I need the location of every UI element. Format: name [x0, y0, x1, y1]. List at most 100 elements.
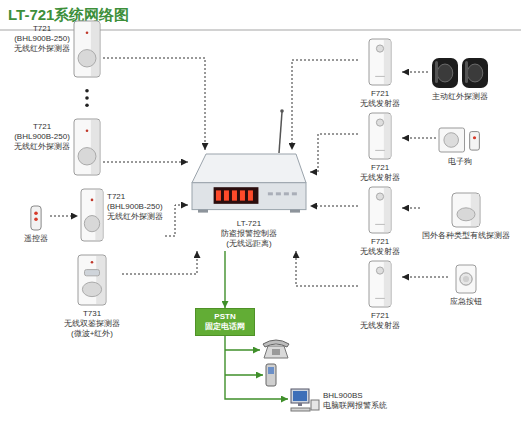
transmitter-window — [376, 45, 383, 52]
remote-button — [34, 212, 38, 216]
detector-lens — [78, 148, 96, 165]
detector-device: T721 (BHL900B-250) 无线红外探测器 — [12, 116, 103, 178]
detector-body — [452, 193, 480, 227]
transmitter-shade — [384, 188, 391, 232]
button-plate — [456, 265, 476, 293]
detector-shade — [95, 190, 102, 240]
network-box: PSTN 固定电话网 — [195, 308, 255, 336]
label-line: 无线红外探测器 — [14, 142, 70, 152]
device-label: F721 无线发射器 — [360, 89, 400, 109]
panel-digit — [240, 190, 245, 200]
transmitter-device: F721 无线发射器 — [358, 184, 402, 259]
button-icon — [455, 264, 477, 294]
label-line: 无线发射器 — [360, 321, 400, 331]
transmitter-shade — [384, 114, 391, 158]
beam-highlight — [435, 61, 438, 83]
alarm-grille — [444, 133, 459, 148]
transmitter-device: F721 无线发射器 — [358, 110, 402, 185]
signal-connector — [402, 277, 448, 278]
monitor — [291, 389, 309, 403]
transmitter-slot — [375, 76, 385, 77]
panel-digit — [224, 190, 229, 200]
device-label: 遥控器 — [24, 234, 48, 244]
transmitter-device: F721 无线发射器 — [358, 36, 402, 111]
pc-icon — [290, 388, 320, 414]
beam-detector-device: 主动红外探测器 — [428, 55, 492, 104]
antenna — [279, 112, 282, 153]
tx-icon — [368, 260, 392, 308]
label-line: F721 — [360, 311, 400, 321]
label-line: 无线发射器 — [360, 247, 400, 257]
detector-body — [74, 119, 100, 175]
remote-body — [31, 206, 41, 230]
device-label: F721 无线发射器 — [360, 237, 400, 257]
detector-device: T731 无线双鉴探测器 (微波+红外) — [62, 252, 122, 341]
device-label: 电子狗 — [448, 157, 472, 167]
branch-line — [225, 349, 260, 350]
panel-button — [292, 192, 297, 195]
transmitter-body — [369, 113, 391, 159]
panic-button-device: 应急按钮 — [448, 262, 484, 309]
phone-keys — [272, 349, 280, 355]
continuation-dot — [85, 96, 89, 100]
label-line: F721 — [360, 237, 400, 247]
detector-shade — [91, 22, 99, 76]
beam-highlight — [465, 61, 468, 83]
phone-base — [264, 346, 288, 358]
label-line: F721 — [360, 163, 400, 173]
signal-connector — [103, 162, 188, 163]
beam-lens — [437, 64, 453, 82]
transmitter-shade — [384, 262, 391, 306]
connector-group — [50, 58, 448, 399]
device-label: BHL900BS 电脑联网报警系统 — [323, 391, 387, 411]
label-line: (BHL900B-250) — [14, 34, 70, 44]
transmitter-window — [376, 267, 383, 274]
detector-led — [91, 261, 94, 264]
transmitter-slot — [375, 298, 385, 299]
detector-shade — [91, 120, 99, 174]
tx-icon — [368, 38, 392, 86]
label-line: 无线红外探测器 — [14, 44, 70, 54]
transmitter-slot — [375, 224, 385, 225]
signal-connector — [103, 58, 205, 150]
pir-icon — [73, 20, 101, 78]
signal-connector — [225, 336, 288, 399]
panel-digit — [216, 190, 221, 200]
label-line: (微波+红外) — [64, 329, 120, 339]
wired-icon — [451, 192, 481, 228]
signal-connector — [224, 251, 225, 308]
transmitter-slot — [375, 150, 385, 151]
button-cap — [463, 276, 469, 282]
computer-system: BHL900BS 电脑联网报警系统 — [288, 386, 389, 416]
controller-device: LT-721 防盗报警控制器 (无线远距离) — [188, 150, 310, 251]
printer — [311, 400, 319, 410]
detector-lens — [78, 50, 96, 67]
pir-icon — [73, 118, 101, 176]
device-label: LT-721 防盗报警控制器 (无线远距离) — [221, 219, 277, 249]
label-line: 应急按钮 — [450, 297, 482, 307]
beam-unit — [432, 58, 458, 88]
device-label: 应急按钮 — [450, 297, 482, 307]
panel-digit — [232, 190, 237, 200]
label-line: T721 — [14, 24, 70, 34]
label-line: T731 — [64, 309, 120, 319]
detector-lens — [84, 216, 99, 232]
branch-line — [225, 374, 263, 375]
label-line: T721 — [107, 192, 163, 202]
microwave-window — [85, 270, 100, 276]
transmitter-device: F721 无线发射器 — [358, 258, 402, 333]
remote-body — [470, 132, 480, 150]
transmitter-shade — [384, 40, 391, 84]
detector-device: T721 (BHL900B-250) 无线红外探测器 — [12, 18, 103, 80]
label-line: T721 — [14, 122, 70, 132]
signal-connector — [122, 251, 197, 274]
monitor-screen — [293, 391, 307, 401]
signal-connector — [402, 138, 436, 139]
dual-icon — [77, 254, 107, 306]
label-line: 无线双鉴探测器 — [64, 319, 120, 329]
signal-connector — [50, 216, 78, 217]
label-line: (BHL900B-250) — [14, 132, 70, 142]
diagram-title: LT-721系统网络图 — [8, 6, 129, 25]
label-line: 主动红外探测器 — [432, 92, 488, 102]
detector-body — [81, 189, 103, 241]
